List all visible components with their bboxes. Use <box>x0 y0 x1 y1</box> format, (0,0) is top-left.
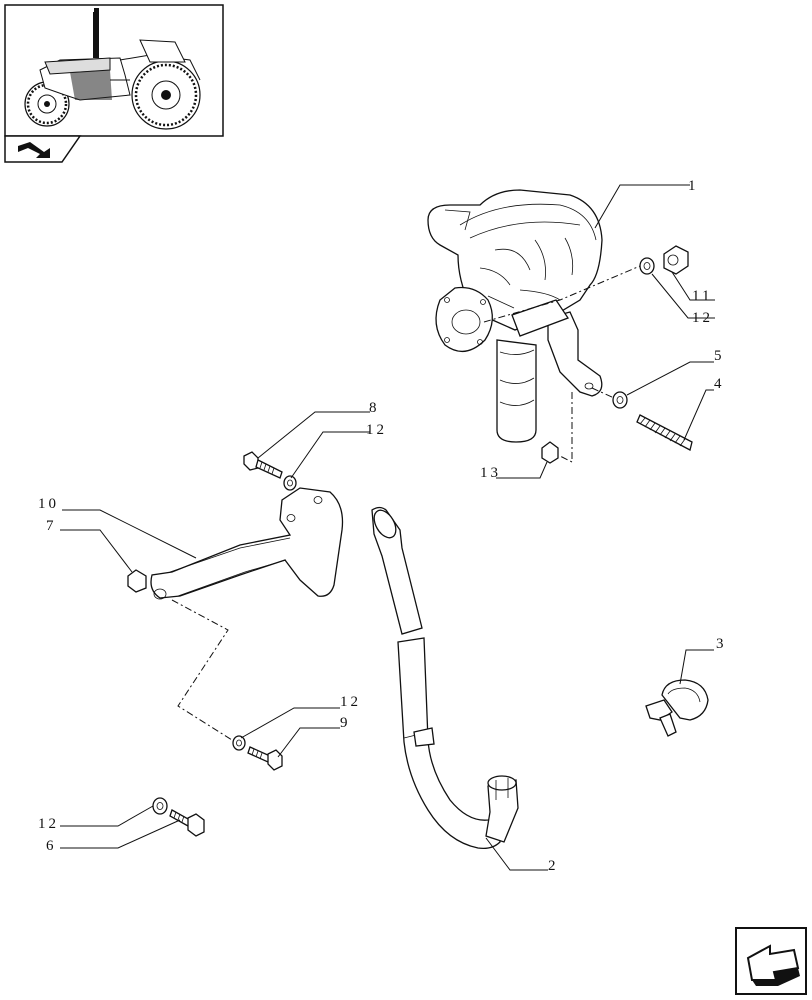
callout-12: 12 <box>692 310 713 326</box>
callout-13: 13 <box>480 465 501 481</box>
washer-part-12-bolt8 <box>283 475 297 491</box>
washer-part-12-upper <box>639 257 655 275</box>
clamp-part-3 <box>645 679 709 737</box>
nut-part-13 <box>541 441 559 464</box>
next-page-arrow-icon[interactable] <box>735 927 807 995</box>
bolt-part-6 <box>169 809 205 837</box>
washer-part-12-bolt6 <box>152 797 168 815</box>
washer-part-5 <box>612 391 628 409</box>
callout-3: 3 <box>716 636 727 652</box>
callout-12: 12 <box>366 422 387 438</box>
callout-9: 9 <box>340 715 351 731</box>
leader-lines <box>60 184 715 871</box>
muffler-part-1 <box>427 189 603 443</box>
nut-part-11 <box>663 245 689 275</box>
exhaust-pipe-part-2 <box>371 506 519 850</box>
section-tab-icon[interactable] <box>4 135 82 163</box>
callout-5: 5 <box>714 348 725 364</box>
callout-11: 11 <box>692 288 712 304</box>
callout-10: 10 <box>38 496 59 512</box>
callout-7: 7 <box>46 518 57 534</box>
support-bracket-part-10 <box>150 487 344 600</box>
callout-12: 12 <box>38 816 59 832</box>
nut-part-7 <box>127 569 147 593</box>
callout-1: 1 <box>688 178 699 194</box>
bolt-part-9 <box>247 746 283 771</box>
callout-8: 8 <box>369 400 380 416</box>
stud-part-4 <box>636 414 693 451</box>
callout-12: 12 <box>340 694 361 710</box>
callout-2: 2 <box>548 858 559 874</box>
callout-6: 6 <box>46 838 57 854</box>
washer-part-12-bolt9 <box>232 735 246 751</box>
callout-labels: 1 11 12 5 4 13 8 12 10 7 3 12 9 12 6 2 <box>38 178 727 874</box>
callout-4: 4 <box>714 376 725 392</box>
bolt-part-8 <box>243 451 283 479</box>
tractor-thumbnail-icon <box>4 4 224 137</box>
